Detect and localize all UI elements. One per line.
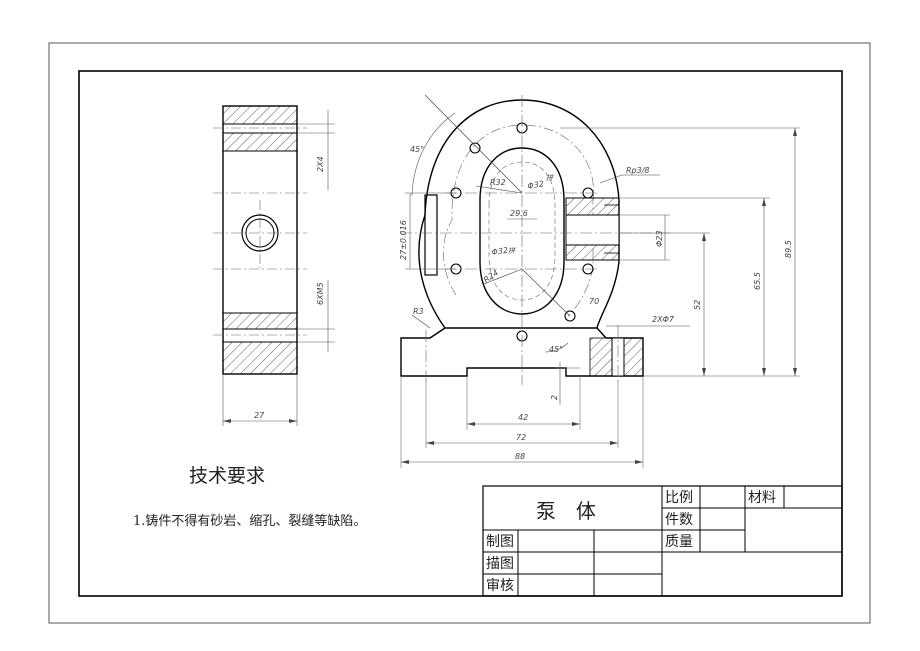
arrow: [793, 368, 797, 376]
arrow: [289, 419, 297, 423]
front-view: 45° R32 Φ32 拼 Rp3/8 29.6 Φ23 Φ32 拼 R24 2…: [399, 94, 800, 468]
port-bore: [565, 214, 620, 246]
left-flange: [424, 194, 438, 276]
side-view: 2X4 6XM5 27: [213, 105, 335, 426]
arrow: [702, 368, 706, 376]
side-center-hole: [241, 214, 279, 252]
arrow: [401, 460, 409, 464]
label-traced: 描图: [486, 556, 514, 572]
dim-r3: R3: [413, 307, 424, 316]
dim-65-5: 65.5: [753, 272, 762, 290]
outer-border: [48, 42, 871, 624]
label-drawn: 制图: [486, 534, 514, 550]
diagonal-leader: [411, 314, 431, 329]
side-center-hole-inner: [245, 218, 275, 248]
dim-2x4: 2X4: [316, 156, 325, 172]
angle-arc-lower: [544, 342, 569, 353]
dim-88: 88: [515, 452, 525, 461]
dim-phi23: Φ23: [655, 231, 664, 247]
diagonal-leader: [521, 268, 571, 317]
side-bottom-hatch-band: [223, 313, 297, 329]
tech-requirements-note: 1.铸件不得有砂岩、缩孔、裂缝等缺陷。: [133, 513, 366, 529]
bolt-hole: [469, 142, 481, 154]
diagonal-leader: [475, 185, 523, 194]
title-block: 泵 体 比例 材料 件数 质量 制图 描图 审核: [482, 485, 843, 597]
dim-52: 52: [693, 300, 702, 310]
dim-pan-top: 拼: [546, 174, 554, 182]
dim-tolerance: 27±0.016: [399, 220, 408, 260]
arrow: [572, 422, 580, 426]
arrow: [702, 233, 706, 241]
dim-45-upper: 45°: [410, 145, 424, 154]
part-name: 泵 体: [536, 499, 596, 523]
arrow: [426, 441, 434, 445]
angle-arc: [411, 112, 456, 197]
dim-45-lower: 45°: [549, 345, 563, 354]
inner-cavity: [479, 147, 565, 315]
tech-requirements-heading: 技术要求: [189, 465, 265, 487]
dim-r24: R24: [482, 268, 500, 284]
dim-phi32: Φ32: [527, 179, 545, 191]
dim-phi32-lower: Φ32: [491, 246, 509, 257]
dim-72: 72: [516, 433, 526, 442]
label-material: 材料: [748, 490, 776, 506]
arrow: [610, 441, 618, 445]
dim-pan-bottom: 拼: [508, 247, 516, 255]
diagonal-leader: [599, 174, 623, 184]
dim-70: 70: [589, 297, 599, 306]
label-mass: 质量: [665, 534, 693, 550]
label-checked: 审核: [486, 578, 514, 594]
label-quantity: 件数: [665, 512, 693, 528]
arrow: [467, 422, 475, 426]
arrow: [223, 419, 231, 423]
arrow: [793, 128, 797, 136]
dim-r32: R32: [490, 178, 506, 187]
dim-rp38: Rp3/8: [626, 166, 650, 175]
diagonal-leader: [424, 94, 523, 194]
dim-89-5: 89.5: [784, 240, 793, 258]
arrow: [762, 198, 766, 206]
side-top-hatch-band-2: [223, 133, 297, 151]
dim-29-6: 29.6: [510, 209, 528, 218]
dim-2: 2: [550, 395, 559, 400]
inner-border: [78, 70, 843, 597]
side-top-hatch-band: [223, 106, 297, 124]
side-body-outline: [222, 105, 298, 375]
bolt-hole: [564, 310, 576, 322]
dim-42: 42: [518, 413, 528, 422]
label-scale: 比例: [665, 490, 693, 506]
side-bottom-hatch-band-2: [223, 342, 297, 374]
dim-2xphi7: 2XΦ7: [652, 315, 675, 324]
dim-6xm5: 6XM5: [316, 282, 325, 305]
dim-27: 27: [254, 411, 265, 420]
arrow: [635, 460, 643, 464]
diagonal-leader: [483, 268, 523, 285]
arrow: [762, 368, 766, 376]
